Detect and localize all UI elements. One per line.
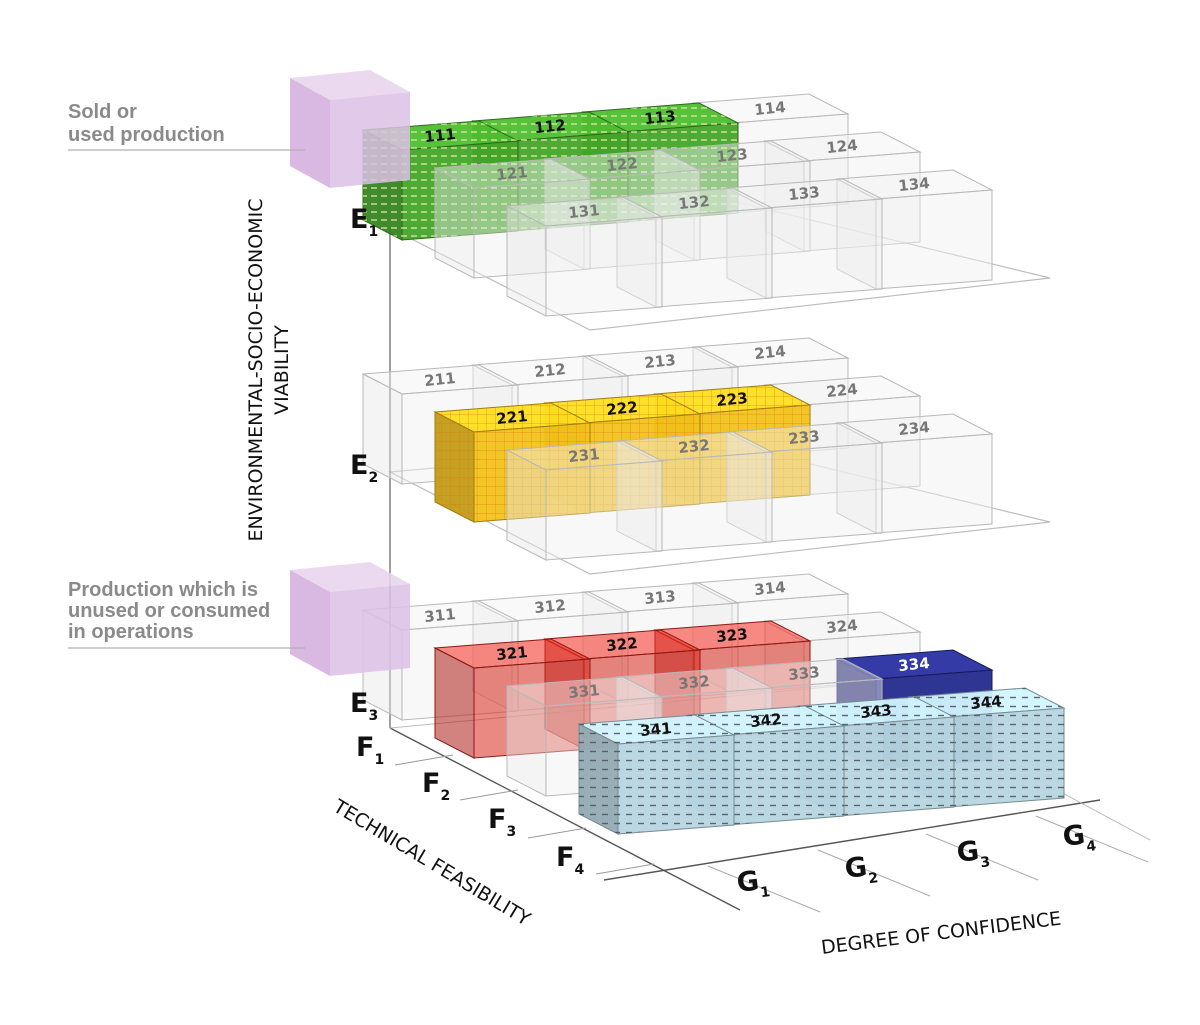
legend-cube-sold	[290, 70, 410, 188]
f-grid-line	[459, 789, 519, 801]
cube-232: 232	[615, 431, 774, 552]
cube-number-113: 113	[643, 107, 676, 128]
cube-number-213: 213	[643, 351, 676, 372]
cube-number-233: 233	[787, 427, 820, 448]
cube-number-311: 311	[423, 605, 456, 626]
cube-number-212: 212	[533, 360, 566, 381]
cube-number-133: 133	[787, 183, 820, 204]
degree-of-confidence-title: DEGREE OF CONFIDENCE	[820, 908, 1063, 959]
f-grid-line	[527, 827, 587, 839]
e2-label: E2	[350, 450, 378, 486]
cube-111: 111	[361, 120, 520, 241]
g-axis-line	[603, 799, 1101, 881]
cube-number-231: 231	[567, 445, 600, 466]
cube-number-314: 314	[753, 578, 786, 599]
cube-number-122: 122	[605, 154, 638, 175]
cube-341: 341	[577, 714, 736, 835]
cube-number-334: 334	[897, 654, 930, 675]
f2-label: F2	[422, 768, 450, 804]
cube-number-312: 312	[533, 596, 566, 617]
cube-234: 234	[835, 413, 994, 534]
cube-number-341: 341	[639, 719, 672, 740]
cube-number-223: 223	[715, 389, 748, 410]
cube-number-221: 221	[495, 407, 528, 428]
f-axis-line	[389, 727, 741, 911]
cube-number-114: 114	[753, 98, 786, 119]
f-grid-line	[595, 863, 655, 875]
f1-label: F1	[356, 732, 384, 768]
cube-123: 123	[653, 140, 812, 261]
cube-number-322: 322	[605, 634, 638, 655]
vertical-axis-title: ENVIRONMENTAL-SOCIO-ECONOMIC VIABILITY	[245, 199, 293, 542]
cube-number-123: 123	[715, 145, 748, 166]
cube-321: 321	[433, 638, 592, 759]
g2-label: G2	[843, 850, 879, 890]
cube-number-131: 131	[567, 201, 600, 222]
cube-number-321: 321	[495, 643, 528, 664]
g-grid-line	[925, 833, 1039, 881]
cube-number-331: 331	[567, 681, 600, 702]
cube-131: 131	[505, 196, 664, 317]
cube-231: 231	[505, 440, 664, 561]
svg-text:G4: G4	[1061, 818, 1097, 858]
g4-label: G4	[1061, 818, 1097, 858]
cube-number-224: 224	[825, 380, 858, 401]
cube-number-343: 343	[859, 701, 892, 722]
svg-text:G3: G3	[955, 834, 991, 874]
cube-number-232: 232	[677, 436, 710, 457]
cube-121: 121	[433, 158, 592, 279]
legend-cube-unused	[290, 562, 410, 676]
legend-unused-line3: in operations	[68, 621, 194, 643]
cube-number-234: 234	[897, 418, 930, 439]
legend-unused-line1: Production which is	[68, 579, 258, 601]
cube-number-313: 313	[643, 587, 676, 608]
cube-number-214: 214	[753, 342, 786, 363]
f3-label: F3	[488, 804, 516, 840]
svg-text:G1: G1	[735, 864, 771, 904]
e3-label: E3	[350, 688, 378, 724]
f-grid-line	[394, 754, 454, 766]
cube-133: 133	[725, 178, 884, 299]
vertical-title-line2: VIABILITY	[271, 325, 293, 415]
cube-number-112: 112	[533, 116, 566, 137]
cube-221: 221	[433, 402, 592, 523]
cube-134: 134	[835, 169, 994, 290]
cube-132: 132	[615, 187, 774, 308]
legend-sold-line2: used production	[68, 124, 225, 146]
cube-number-222: 222	[605, 398, 638, 419]
cube-number-134: 134	[897, 174, 930, 195]
cube-number-333: 333	[787, 663, 820, 684]
f4-label: F4	[556, 842, 584, 878]
legend-sold-line1: Sold or	[68, 101, 137, 123]
cube-number-211: 211	[423, 369, 456, 390]
vertical-title-line1: ENVIRONMENTAL-SOCIO-ECONOMIC	[245, 199, 267, 542]
g-grid-line	[707, 865, 821, 913]
cube-number-132: 132	[677, 192, 710, 213]
cube-grid: 114 113 112 111 124 123 122 121 134 133 132 131 214 2…	[361, 93, 1066, 835]
legend-unused-line2: unused or consumed	[68, 600, 270, 622]
cube-number-111: 111	[423, 125, 456, 146]
g3-label: G3	[955, 834, 991, 874]
cube-122: 122	[543, 149, 702, 270]
cube-124: 124	[763, 131, 922, 252]
g-grid-line	[817, 849, 931, 897]
cube-number-124: 124	[825, 136, 858, 157]
cube-number-323: 323	[715, 625, 748, 646]
svg-text:G2: G2	[843, 850, 879, 890]
cube-number-324: 324	[825, 616, 858, 637]
cube-number-121: 121	[495, 163, 528, 184]
g1-label: G1	[735, 864, 771, 904]
cube-number-332: 332	[677, 672, 710, 693]
g-grid-line	[1035, 815, 1149, 863]
cube-number-342: 342	[749, 710, 782, 731]
e1-label: E1	[350, 204, 378, 240]
cube-number-344: 344	[969, 692, 1002, 713]
